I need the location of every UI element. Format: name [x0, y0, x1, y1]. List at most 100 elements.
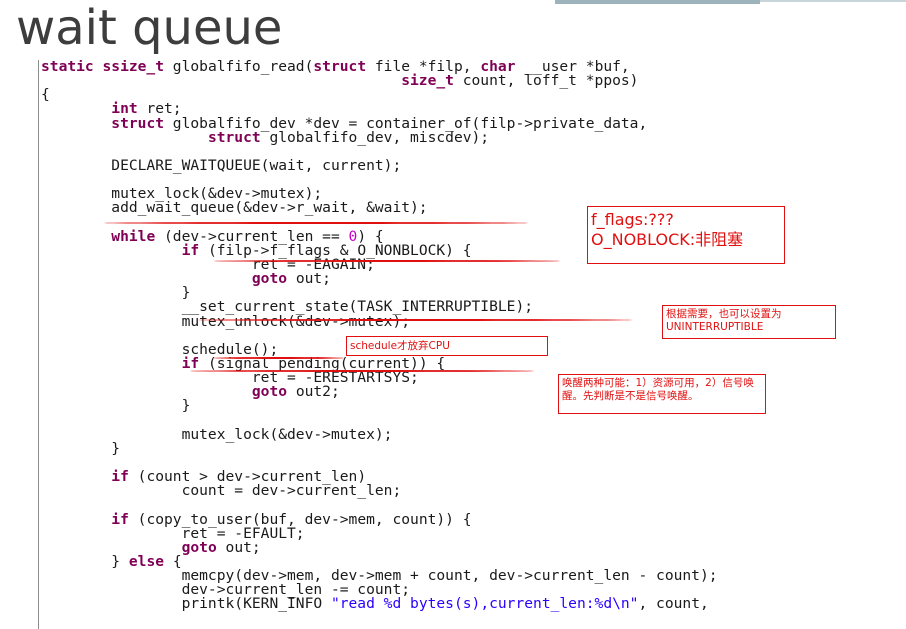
code-text: }: [41, 397, 191, 415]
code-text: ret;: [137, 100, 182, 118]
annotation-schedule: schedule才放弃CPU: [346, 336, 548, 356]
code-line: ret = -EFAULT;: [41, 524, 718, 542]
code-line: if (count > dev->current_len): [41, 468, 718, 486]
code-number: 0: [348, 227, 358, 245]
code-line: count = dev->current_len;: [41, 482, 718, 500]
code-text: ) {: [357, 227, 384, 245]
code-line: dev->current_len -= count;: [41, 581, 718, 599]
code-line: __set_current_state(TASK_INTERRUPTIBLE);: [41, 298, 718, 316]
code-text: file *filp,: [366, 60, 481, 75]
code-text: DECLARE_WAITQUEUE(wait, current);: [41, 156, 402, 174]
code-keyword: goto: [181, 538, 217, 556]
code-keyword: if: [111, 468, 129, 486]
code-text: {: [41, 86, 50, 104]
code-keyword: struct: [313, 60, 367, 75]
annotation-uninterruptible: 根据需要，也可以设置为 UNINTERRUPTIBLE: [662, 305, 836, 339]
code-text: out;: [216, 538, 261, 556]
code-text: __set_current_state(TASK_INTERRUPTIBLE);: [41, 298, 534, 316]
code-text: (copy_to_user(buf, dev->mem, count)) {: [128, 510, 472, 528]
code-line: if (signal_pending(current)) {: [41, 354, 718, 372]
code-text: schedule();: [41, 340, 279, 358]
annotation-line: 根据需要，也可以设置为: [666, 308, 782, 320]
code-line: int ret;: [41, 100, 718, 118]
code-line: goto out;: [41, 538, 718, 556]
underline-signal-pending: [190, 370, 534, 372]
slide-title: wait queue: [16, 0, 283, 56]
annotation-wakeup: 唤醒两种可能：1）资源可用，2）信号唤醒。先判断是不是信号唤醒。: [558, 374, 766, 414]
code-line: printk(KERN_INFO "read %d bytes(s),curre…: [41, 595, 718, 613]
code-text: [41, 72, 401, 89]
code-text: , count,: [638, 595, 709, 613]
code-line: goto out2;: [41, 383, 718, 401]
code-line: {: [41, 86, 718, 104]
underline-nonblock-check: [214, 260, 560, 262]
header-accent-bar: [555, 0, 760, 4]
annotation-line: UNINTERRUPTIBLE: [666, 321, 764, 334]
code-text: out2;: [287, 383, 340, 401]
underline-set-state: [198, 319, 632, 321]
code-text: memcpy(dev->mem, dev->mem + count, dev->…: [41, 567, 718, 585]
code-text: (dev->current_len ==: [155, 227, 349, 245]
code-line: add_wait_queue(&dev->r_wait, &wait);: [41, 201, 718, 216]
ruler-tick: [38, 96, 39, 97]
code-text: {: [164, 552, 182, 570]
code-text: (signal_pending(current)) {: [199, 354, 446, 372]
code-line: memcpy(dev->mem, dev->mem + count, dev->…: [41, 567, 718, 585]
code-text: [41, 129, 208, 146]
code-text: ret = -EFAULT;: [41, 524, 305, 542]
code-text: }: [41, 284, 191, 302]
ruler-tick: [38, 402, 39, 403]
code-line: goto out;: [41, 270, 718, 288]
annotation-line: f_flags:???: [591, 210, 674, 229]
code-text: ret = -ERESTARTSYS;: [41, 369, 419, 387]
code-line: }: [41, 397, 718, 415]
code-text: }: [41, 552, 129, 570]
header-accent-line: [760, 0, 906, 2]
code-keyword: else: [128, 552, 165, 570]
code-line: struct globalfifo_dev, miscdev);: [41, 129, 718, 146]
code-line: size_t count, loff_t *ppos): [41, 72, 718, 90]
code-text: }: [41, 439, 121, 457]
code-line: mutex_unlock(&dev->mutex);: [41, 312, 718, 330]
code-text: count = dev->current_len;: [41, 482, 402, 500]
code-text: mutex_lock(&dev->mutex);: [41, 425, 393, 443]
annotation-line: O_NOBLOCK:非阻塞: [591, 230, 744, 249]
code-line: } else {: [41, 552, 718, 570]
annotation-line: 唤醒两种可能：1）资源可用，2）信号唤醒。先判断是不是信号唤醒。: [562, 377, 754, 403]
code-keyword: size_t: [401, 72, 454, 90]
code-keyword: struct: [111, 114, 165, 132]
code-string: "read %d bytes(s),current_len:%d\n": [330, 595, 639, 613]
code-keyword: goto: [251, 270, 288, 288]
code-keyword: goto: [251, 383, 288, 401]
underline-add-wait-queue: [104, 222, 528, 224]
code-keyword: if: [181, 354, 200, 372]
code-keyword: if: [111, 510, 129, 528]
code-keyword: int: [111, 100, 138, 118]
code-text: printk(KERN_INFO: [41, 595, 331, 613]
code-keyword: if: [181, 241, 200, 259]
code-keyword: while: [111, 227, 156, 245]
code-keyword: static ssize_t: [41, 60, 165, 75]
code-text: globalfifo_dev *dev = container_of(filp-…: [164, 114, 648, 132]
code-text: count, loff_t *ppos): [453, 72, 639, 90]
code-line: if (filp->f_flags & O_NONBLOCK) {: [41, 241, 718, 259]
code-text: globalfifo_read(: [164, 60, 314, 75]
code-text: (count > dev->current_len): [128, 468, 367, 486]
ruler-tick: [38, 488, 39, 489]
code-line: mutex_lock(&dev->mutex);: [41, 425, 718, 443]
code-line: static ssize_t globalfifo_read(struct fi…: [41, 60, 718, 74]
code-line: if (copy_to_user(buf, dev->mem, count)) …: [41, 510, 718, 528]
code-line: struct globalfifo_dev *dev = container_o…: [41, 114, 718, 132]
code-text: out;: [287, 270, 331, 288]
code-line: DECLARE_WAITQUEUE(wait, current);: [41, 156, 718, 174]
code-text: mutex_unlock(&dev->mutex);: [41, 312, 411, 330]
code-text: __user *buf,: [515, 60, 630, 75]
code-line: while (dev->current_len == 0) {: [41, 227, 718, 245]
annotation-line: schedule才放弃CPU: [350, 340, 450, 352]
code-text: (filp->f_flags & O_NONBLOCK) {: [199, 241, 472, 259]
code-line: ret = -ERESTARTSYS;: [41, 369, 718, 387]
code-text: dev->current_len -= count;: [41, 581, 411, 599]
code-line: mutex_lock(&dev->mutex);: [41, 186, 718, 201]
code-line: }: [41, 439, 718, 457]
code-line: schedule();: [41, 340, 718, 358]
